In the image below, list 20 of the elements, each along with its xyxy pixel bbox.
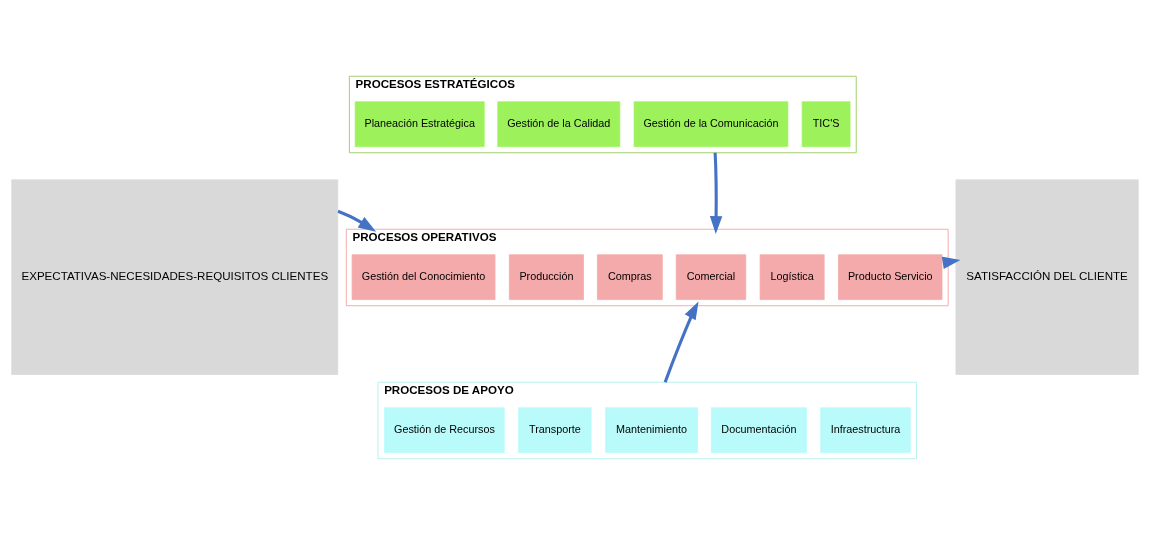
node-box: Producción [508, 254, 584, 300]
node-box: Gestión del Conocimiento [351, 254, 496, 300]
node-box: Mantenimiento [605, 407, 698, 453]
node-box: Comercial [675, 254, 747, 300]
arrow [663, 301, 699, 383]
node-box: Gestión de la Calidad [497, 101, 621, 147]
node-box: Logística [759, 254, 825, 300]
arrow [337, 209, 377, 232]
node-box: SATISFACCIÓN DEL CLIENTE [955, 179, 1139, 375]
arrow [709, 152, 723, 234]
node-box: Documentación [711, 407, 807, 453]
node-box: Gestión de Recursos [384, 407, 505, 453]
node-box: Gestión de la Comunicación [633, 101, 789, 147]
node-box: Planeación Estratégica [354, 101, 485, 147]
node-box: Transporte [518, 407, 592, 453]
node-box: Producto Servicio [838, 254, 943, 300]
node-box: Compras [597, 254, 663, 300]
node-box: EXPECTATIVAS-NECESIDADES-REQUISITOS CLIENTES [11, 179, 339, 375]
node-box: Infraestructura [820, 407, 911, 453]
node-box: TIC'S [801, 101, 851, 147]
